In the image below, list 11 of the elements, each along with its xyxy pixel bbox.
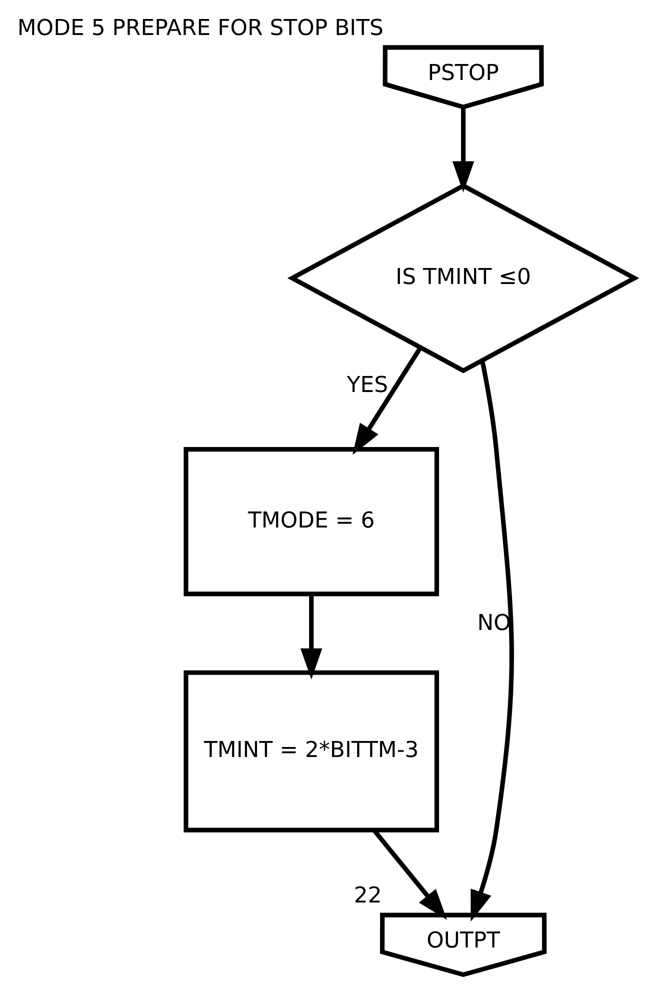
node-diamond: IS TMINT ≤0 bbox=[287, 183, 640, 374]
arrow bbox=[300, 594, 322, 680]
node-box: TMODE = 6 bbox=[184, 447, 440, 596]
arrow bbox=[470, 360, 514, 922]
arrow bbox=[452, 107, 474, 192]
node-label: MODE 5 PREPARE FOR STOP BITS bbox=[17, 16, 384, 41]
arrow bbox=[352, 346, 422, 455]
node-label: 22 bbox=[354, 884, 382, 909]
node-box: TMINT = 2*BITTM-3 bbox=[184, 670, 440, 832]
edge-label: NO bbox=[477, 611, 511, 636]
edge-label: YES bbox=[346, 372, 388, 398]
